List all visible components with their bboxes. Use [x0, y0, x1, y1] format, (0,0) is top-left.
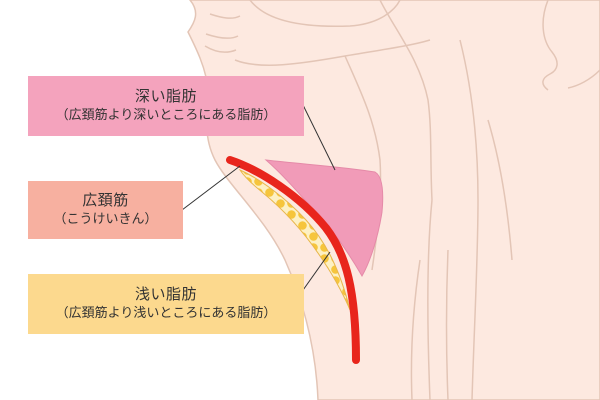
shallow-fat-region [238, 168, 351, 311]
deep-fat-subtitle: （広頚筋より深いところにある脂肪） [55, 108, 277, 123]
shallow-fat-subtitle: （広頚筋より浅いところにある脂肪） [55, 306, 277, 321]
leader-line-platysma [181, 165, 241, 211]
leader-line-deep-fat [302, 104, 336, 171]
shallow-fat-title: 浅い脂肪 [134, 285, 197, 303]
shallow-fat-label: 浅い脂肪 （広頚筋より浅いところにある脂肪） [28, 274, 304, 334]
deep-fat-label: 深い脂肪 （広頚筋より深いところにある脂肪） [28, 76, 304, 136]
internal-contours [234, 0, 513, 400]
lip-contour [204, 13, 241, 53]
head-neck-silhouette [187, 0, 600, 400]
platysma-muscle [226, 156, 360, 364]
platysma-label: 広頚筋 （こうけいきん） [28, 181, 183, 239]
platysma-subtitle: （こうけいきん） [53, 212, 158, 227]
platysma-title: 広頚筋 [82, 191, 129, 209]
ear [542, 0, 600, 91]
deep-fat-title: 深い脂肪 [134, 87, 197, 105]
